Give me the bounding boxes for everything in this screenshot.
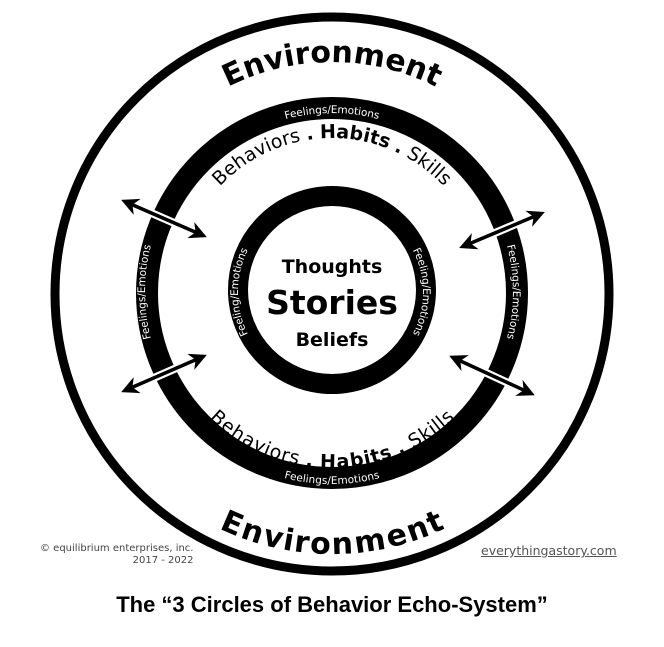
middle-ring xyxy=(136,97,528,489)
arrow-lower-left xyxy=(121,352,207,395)
core-beliefs: Beliefs xyxy=(296,329,369,351)
environment-label-top: Environment xyxy=(217,35,448,94)
website-link[interactable]: everythingastory.com xyxy=(481,543,617,558)
middle-band-label-left: Feelings/Emotions xyxy=(136,243,154,340)
copyright-line-1: © equilibrium enterprises, inc. xyxy=(40,543,194,554)
environment-label-bottom: Environment xyxy=(216,503,449,561)
arrow-upper-right xyxy=(459,209,545,251)
copyright-line-2: 2017 - 2022 xyxy=(132,555,194,566)
core-stories: Stories xyxy=(266,283,398,322)
arrow-upper-left xyxy=(121,197,207,240)
outer-circle xyxy=(50,12,614,576)
copyright-notice: © equilibrium enterprises, inc. 2017 - 2… xyxy=(40,543,193,567)
arrow-lower-right xyxy=(449,353,535,398)
core-thoughts: Thoughts xyxy=(282,256,383,278)
middle-band-label-top: Feelings/Emotions xyxy=(283,104,380,122)
middle-band-label-right: Feelings/Emotions xyxy=(504,243,522,340)
middle-band-label-bottom: Feelings/Emotions xyxy=(283,469,380,487)
diagram-title: The “3 Circles of Behavior Echo-System” xyxy=(116,592,548,617)
inner-ring xyxy=(228,186,436,394)
